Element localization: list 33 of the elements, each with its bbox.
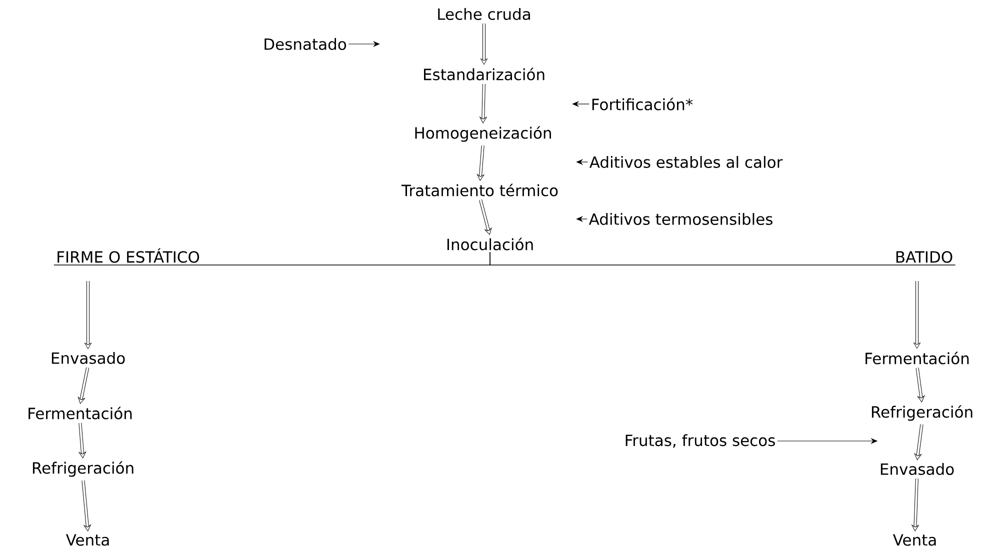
down-arrow <box>84 281 92 350</box>
down-arrow <box>916 368 925 402</box>
step-label: Tratamiento térmico <box>401 184 558 196</box>
step-label: Aditivos estables al calor <box>589 156 783 168</box>
down-arrow <box>479 200 492 235</box>
step-label: Frutas, frutos secos <box>626 434 775 448</box>
down-arrow <box>78 367 90 404</box>
step-label: Venta <box>66 534 109 546</box>
down-arrow <box>914 424 924 460</box>
branch-line <box>490 252 956 266</box>
step-label: Fermentación <box>28 406 132 420</box>
step-label: Homogeneización <box>415 126 551 142</box>
step-label: Fortificación* <box>592 98 693 110</box>
down-arrow <box>912 478 919 532</box>
down-arrow <box>78 422 86 458</box>
down-arrow <box>480 84 487 124</box>
down-arrow <box>913 281 921 349</box>
step-label: Inoculación <box>447 238 533 250</box>
branch-label: BATIDO <box>896 251 952 263</box>
step-label: Envasado <box>880 463 954 475</box>
step-label: Venta <box>892 534 936 546</box>
branch-label: FIRME O ESTÁTICO <box>58 248 200 263</box>
step-label: Aditivos termosensibles <box>588 213 772 225</box>
step-label: Desnatado <box>264 38 346 50</box>
step-label: Leche cruda <box>438 8 530 20</box>
step-label: Envasado <box>52 352 125 364</box>
down-arrow <box>82 480 91 532</box>
down-arrow <box>477 145 484 181</box>
step-label: Refrigeración <box>32 461 134 477</box>
down-arrow <box>480 24 488 65</box>
step-label: Refrigeración <box>872 405 972 421</box>
step-label: Estandarización <box>424 68 544 80</box>
step-label: Fermentación <box>866 352 969 364</box>
